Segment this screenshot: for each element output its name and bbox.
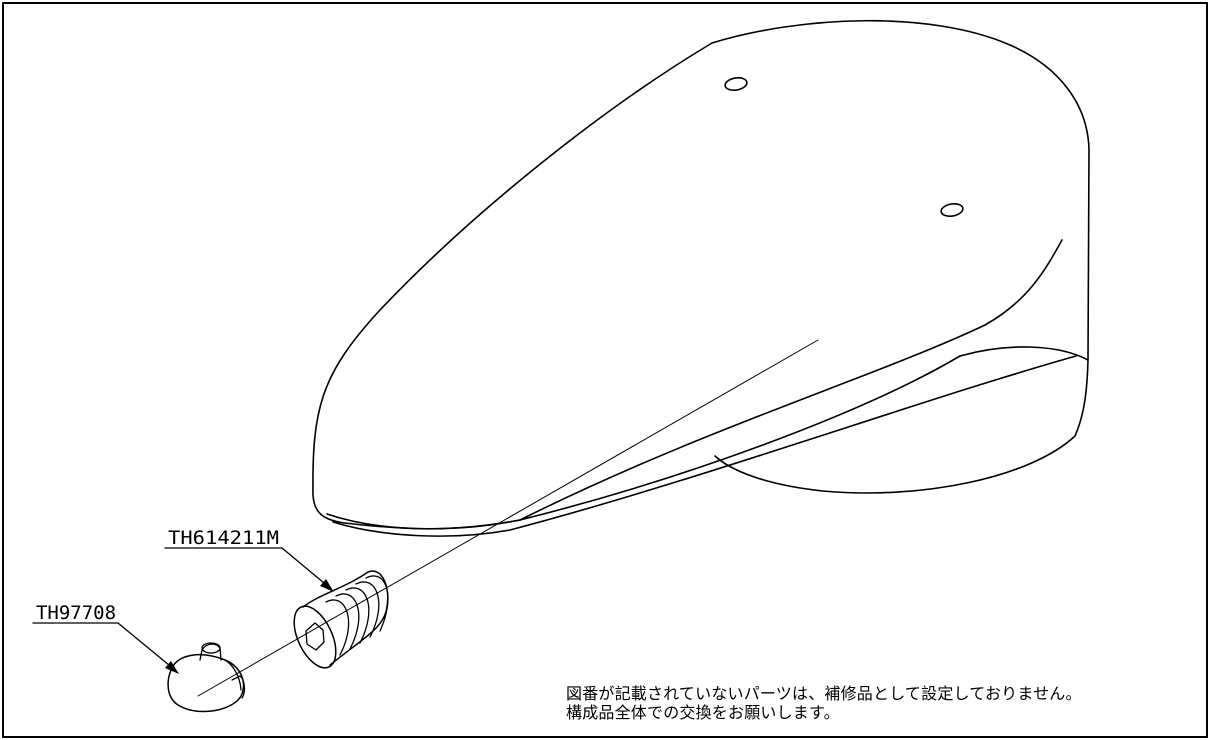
- mounting-hole-2: [940, 202, 964, 218]
- part-label-TH97708: TH97708: [36, 602, 116, 624]
- note-line-1: 図番が記載されていないパーツは、補修品として設定しておりません。: [566, 684, 1082, 703]
- part-label-TH614211M: TH614211M: [168, 527, 279, 549]
- main-body-part: [312, 19, 1090, 537]
- mounting-hole-1: [724, 76, 748, 92]
- replacement-note: 図番が記載されていないパーツは、補修品として設定しておりません。 構成品全体での…: [566, 684, 1082, 722]
- threaded-insert-part: [293, 570, 389, 669]
- leader-TH97708: [32, 622, 179, 674]
- cap-plug-part: [167, 642, 246, 713]
- leader-TH614211M: [164, 547, 334, 592]
- note-line-2: 構成品全体での交換をお願いします。: [566, 703, 840, 722]
- assembly-axis-line: [197, 339, 819, 697]
